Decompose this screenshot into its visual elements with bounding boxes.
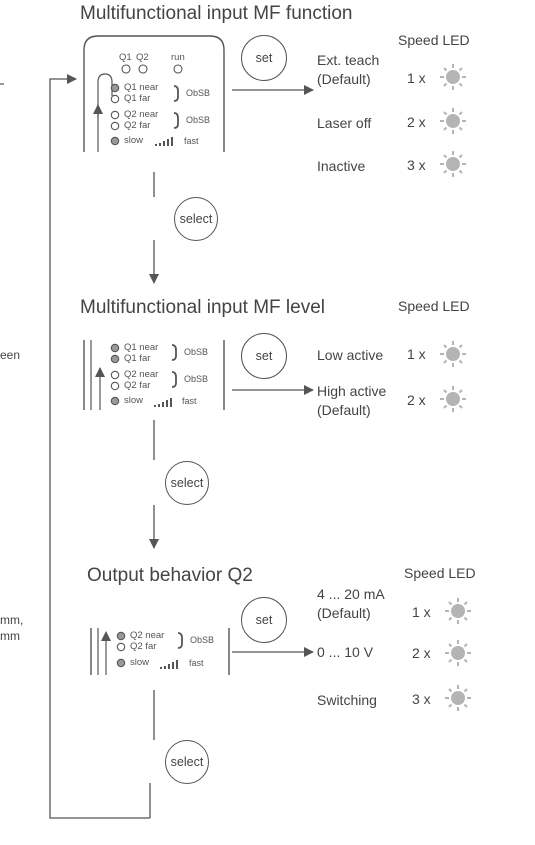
blink-count: 1 x: [407, 70, 426, 86]
speed-led-header-2: Speed LED: [398, 298, 470, 314]
blink-count: 1 x: [412, 604, 431, 620]
panel-row-label: Q2 near: [124, 109, 159, 120]
panel-row-label: Q2 far: [130, 641, 157, 652]
panel-fast-label: fast: [189, 658, 204, 668]
set-button-1[interactable]: set: [241, 35, 287, 81]
led-sun-icon: [440, 151, 466, 177]
panel-row-label: Q2 far: [124, 120, 151, 131]
speed-led-header-1: Speed LED: [398, 32, 470, 48]
option-label: Low active: [317, 347, 384, 363]
panel-row-label: Q1 far: [124, 93, 151, 104]
left-fragment-3: mm: [0, 629, 20, 643]
select-button-3[interactable]: select: [165, 740, 209, 784]
panel-row-label: Q2 near: [130, 630, 165, 641]
panel-obsb-label: ObSB: [190, 635, 215, 645]
panel-row-label: Q1 near: [124, 342, 159, 353]
panel-run-label: run: [171, 52, 185, 63]
led-sun-icon: [445, 598, 471, 624]
panel-row-label: slow: [130, 657, 150, 668]
blink-count: 2 x: [407, 114, 426, 130]
option-label: Switching: [317, 692, 377, 708]
blink-count: 1 x: [407, 346, 426, 362]
panel-frame-1: [83, 35, 225, 152]
panel-obsb-label: ObSB: [186, 88, 211, 98]
option-label: Laser off: [317, 115, 372, 131]
blink-count: 3 x: [407, 157, 426, 173]
section-title-mf-level: Multifunctional input MF level: [80, 297, 325, 318]
speed-led-header-3: Speed LED: [404, 565, 476, 581]
panel-q2-label: Q2: [136, 52, 149, 63]
select-button-2[interactable]: select: [165, 461, 209, 505]
led-sun-icon: [440, 386, 466, 412]
panel-row-label: Q2 far: [124, 380, 151, 391]
panel-fast-label: fast: [182, 396, 197, 406]
panel-q1-label: Q1: [119, 52, 132, 63]
blink-count: 3 x: [412, 691, 431, 707]
panel-row-label: Q2 near: [124, 369, 159, 380]
panel-row-label: Q1 far: [124, 353, 151, 364]
led-sun-icon: [440, 64, 466, 90]
section-title-mf-function: Multifunctional input MF function: [80, 3, 353, 24]
led-sun-icon: [445, 640, 471, 666]
led-sun-icon: [445, 685, 471, 711]
option-label: High active (Default): [317, 383, 387, 418]
left-fragment-1: een: [0, 348, 21, 362]
section-title-output-q2: Output behavior Q2: [87, 565, 253, 586]
option-label: 0 ... 10 V: [317, 644, 374, 660]
select-button-1[interactable]: select: [174, 197, 218, 241]
option-label: 4 ... 20 mA (Default): [317, 586, 385, 621]
blink-count: 2 x: [412, 645, 431, 661]
option-label: Ext. teach (Default): [317, 52, 380, 87]
option-label: Inactive: [317, 158, 366, 174]
panel-fast-label: fast: [184, 136, 199, 146]
panel-row-label: slow: [124, 135, 144, 146]
panel-obsb-label: ObSB: [186, 115, 211, 125]
led-sun-icon: [440, 341, 466, 367]
left-fragment-2: mm,: [0, 613, 24, 627]
panel-row-label: Q1 near: [124, 82, 159, 93]
loop-back-line: [49, 74, 150, 819]
led-sun-icon: [440, 108, 466, 134]
panel-obsb-label: ObSB: [184, 374, 209, 384]
panel-row-label: slow: [124, 395, 144, 406]
panel-obsb-label: ObSB: [184, 347, 209, 357]
blink-count: 2 x: [407, 392, 426, 408]
set-button-3[interactable]: set: [241, 597, 287, 643]
set-button-2[interactable]: set: [241, 333, 287, 379]
